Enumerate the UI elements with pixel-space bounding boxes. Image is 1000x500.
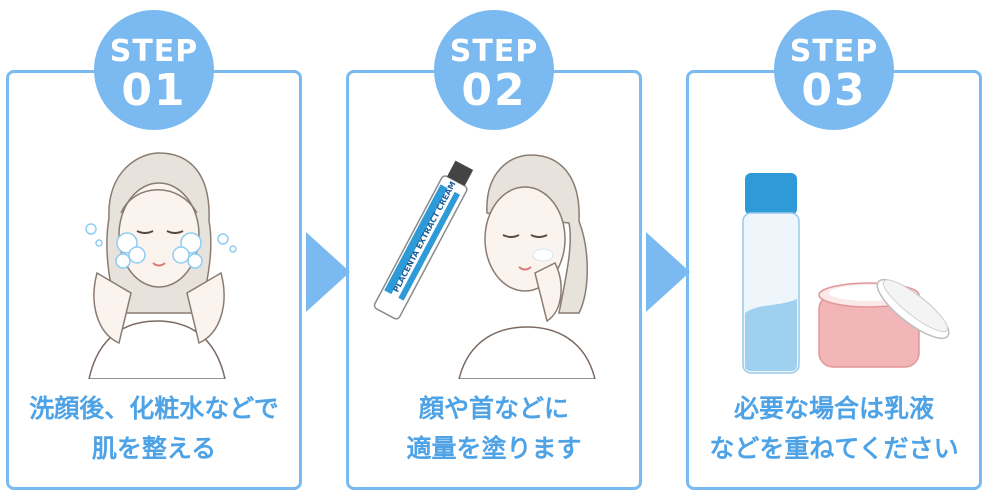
step-number: 01 — [121, 65, 187, 116]
step-arrow-icon — [306, 232, 350, 312]
cream-jar-icon — [818, 279, 950, 368]
caption-line: 適量を塗ります — [406, 434, 582, 463]
step-panel-02: PLACENTA EXTRACT CREAM 顔や首などに 適量を塗ります — [346, 70, 642, 490]
step-badge-03: STEP 03 — [774, 10, 894, 130]
step-panel-03: 必要な場合は乳液 などを重ねてください — [686, 70, 982, 490]
step-number: 02 — [461, 65, 527, 116]
step-label: STEP — [789, 34, 879, 69]
step-number: 03 — [801, 65, 867, 116]
step-caption: 必要な場合は乳液 などを重ねてください — [689, 389, 979, 469]
caption-line: 必要な場合は乳液 — [733, 394, 934, 423]
step-label: STEP — [109, 34, 199, 69]
woman-applying-cream-icon: PLACENTA EXTRACT CREAM — [373, 154, 596, 379]
caption-line: などを重ねてください — [709, 434, 959, 463]
step-badge-01: STEP 01 — [94, 10, 214, 130]
lotion-bottle-icon — [742, 173, 800, 374]
skincare-products-illustration — [742, 173, 950, 374]
step-label: STEP — [449, 34, 539, 69]
step-caption: 洗顔後、化粧水などで 肌を整える — [9, 389, 299, 469]
woman-washing-face-icon — [85, 152, 237, 379]
step-badge-02: STEP 02 — [434, 10, 554, 130]
caption-line: 顔や首などに — [418, 394, 569, 423]
caption-line: 肌を整える — [91, 434, 217, 463]
step-caption: 顔や首などに 適量を塗ります — [349, 389, 639, 469]
caption-line: 洗顔後、化粧水などで — [29, 394, 279, 423]
cream-tube-icon: PLACENTA EXTRACT CREAM — [373, 160, 474, 320]
step-arrow-icon — [646, 232, 690, 312]
tube-label: PLACENTA EXTRACT CREAM — [391, 180, 457, 294]
step-panel-01: 洗顔後、化粧水などで 肌を整える — [6, 70, 302, 490]
